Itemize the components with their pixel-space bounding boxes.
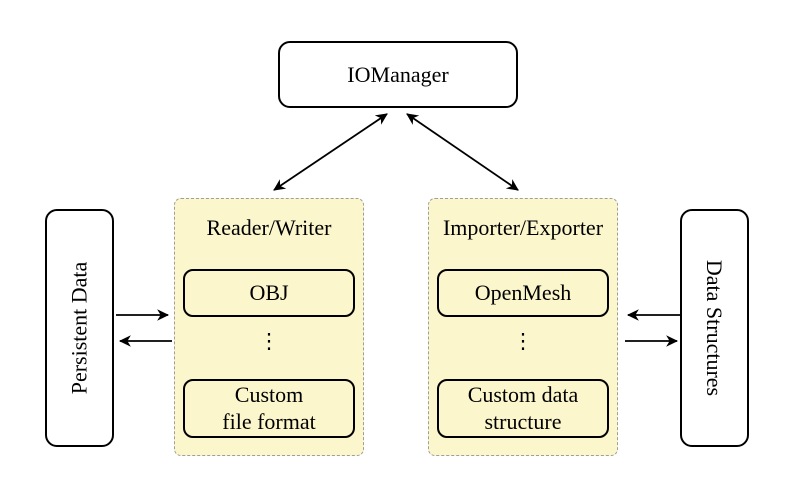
node-custom-file-format[interactable]: Custom file format bbox=[183, 379, 355, 438]
node-iomanager[interactable]: IOManager bbox=[278, 41, 518, 108]
arrow-iomanager-importer-exporter bbox=[406, 113, 519, 191]
node-custom-file-format-label: Custom file format bbox=[222, 381, 316, 434]
node-obj[interactable]: OBJ bbox=[183, 269, 355, 317]
node-obj-label: OBJ bbox=[249, 280, 289, 305]
vertical-ellipsis-icon: ⋮ bbox=[258, 329, 280, 353]
node-custom-data-structure[interactable]: Custom data structure bbox=[437, 379, 609, 438]
arrow-iomanager-reader-writer bbox=[273, 113, 388, 191]
group-importer-exporter: Importer/Exporter OpenMesh ⋮ Custom data… bbox=[428, 198, 618, 456]
node-iomanager-label: IOManager bbox=[347, 61, 449, 87]
node-openmesh-label: OpenMesh bbox=[474, 280, 572, 305]
group-reader-writer: Reader/Writer OBJ ⋮ Custom file format bbox=[174, 198, 364, 456]
node-custom-data-structure-label: Custom data structure bbox=[467, 381, 579, 434]
node-data-structures-label: Data Structures bbox=[702, 259, 728, 397]
node-data-structures[interactable]: Data Structures bbox=[680, 209, 749, 447]
group-reader-writer-title: Reader/Writer bbox=[206, 215, 332, 240]
vertical-ellipsis-icon: ⋮ bbox=[512, 329, 534, 353]
group-importer-exporter-title: Importer/Exporter bbox=[442, 215, 604, 240]
node-openmesh[interactable]: OpenMesh bbox=[437, 269, 609, 317]
node-persistent-data[interactable]: Persistent Data bbox=[45, 209, 114, 447]
node-persistent-data-label: Persistent Data bbox=[66, 261, 92, 395]
